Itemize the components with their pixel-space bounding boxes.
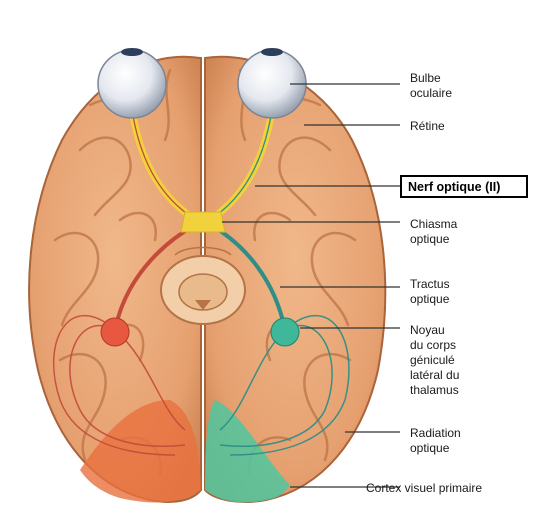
left-lateral-geniculate-nucleus	[100, 317, 130, 347]
left-eyeball	[97, 48, 167, 119]
optic-chiasma	[180, 211, 226, 233]
nerf-optique-highlight-box	[400, 175, 528, 198]
right-lateral-geniculate-nucleus	[270, 317, 300, 347]
label-tractus-optique: Tractus optique	[410, 277, 453, 306]
right-eyeball	[237, 48, 307, 119]
label-noyau-corps-genicule: Noyau du corps géniculé latéral du thala…	[410, 323, 463, 397]
label-cortex-visuel-primaire: Cortex visuel primaire	[366, 481, 482, 495]
brainstem	[160, 246, 246, 325]
labels: Bulbe oculaire Rétine Nerf optique (II) …	[366, 71, 528, 495]
label-nerf-optique: Nerf optique (II)	[408, 180, 500, 194]
label-chiasma-optique: Chiasma optique	[410, 217, 461, 246]
left-primary-visual-cortex	[80, 400, 201, 503]
leader-lines	[222, 83, 400, 488]
label-retine: Rétine	[410, 119, 445, 133]
right-primary-visual-cortex	[205, 400, 290, 503]
label-radiation-optique: Radiation optique	[410, 426, 464, 455]
label-bulbe-oculaire: Bulbe oculaire	[410, 71, 452, 100]
